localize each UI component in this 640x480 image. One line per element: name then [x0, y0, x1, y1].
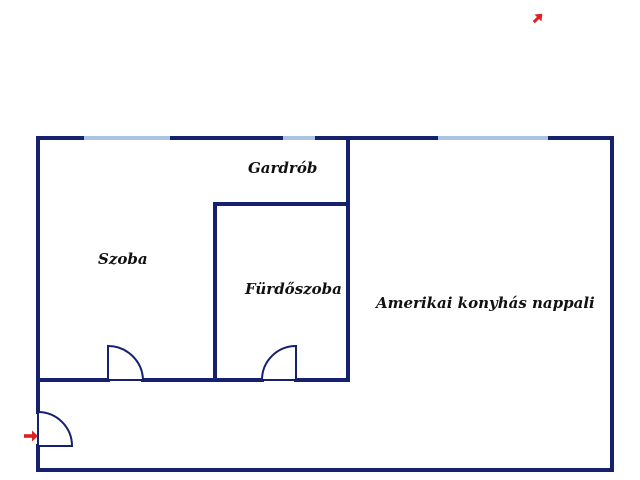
- room-label-nappali: Amerikai konyhás nappali: [374, 294, 595, 312]
- door-entrance: [37, 410, 74, 447]
- north-arrow-icon: [532, 13, 543, 24]
- room-label-furdoszoba: Fürdőszoba: [244, 280, 342, 298]
- interior-walls: [36, 136, 350, 382]
- room-label-szoba: Szoba: [98, 250, 148, 268]
- entrance-arrow-icon: [24, 430, 38, 442]
- room-label-gardrob: Gardrób: [248, 159, 317, 177]
- door-szoba: [107, 344, 145, 381]
- door-furdoszoba: [260, 344, 297, 381]
